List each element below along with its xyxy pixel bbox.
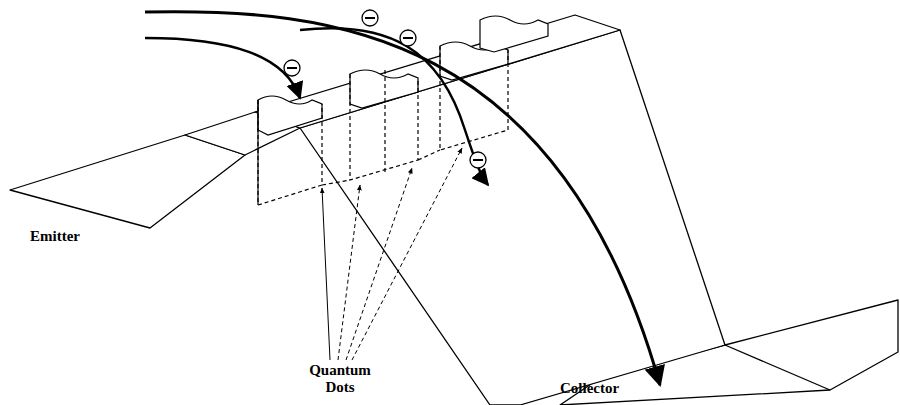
emitter-plane xyxy=(10,135,245,228)
electron-paths xyxy=(145,12,660,385)
collector-slope xyxy=(300,30,725,405)
part-label: Quantum Dots xyxy=(300,362,380,395)
electron-symbols xyxy=(284,10,486,168)
part-label: Collector xyxy=(560,380,619,397)
part-label: Emitter xyxy=(30,228,80,245)
leader-arrows xyxy=(322,148,462,360)
